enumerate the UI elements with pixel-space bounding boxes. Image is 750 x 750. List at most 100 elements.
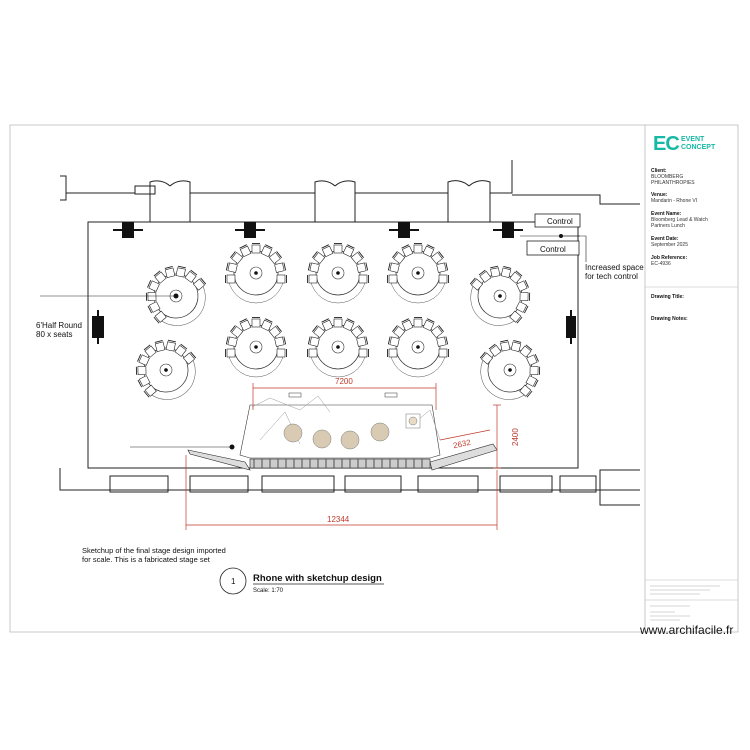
chair	[230, 251, 244, 265]
view-title: Rhone with sketchup design	[253, 573, 382, 584]
chair	[321, 318, 334, 332]
chair	[154, 340, 166, 352]
chair	[478, 269, 492, 283]
chair	[143, 344, 157, 358]
client-value-1: BLOOMBERG	[651, 174, 684, 180]
control-desk-top	[534, 213, 581, 228]
venue-label: Venue:	[651, 192, 668, 198]
chair	[526, 354, 539, 366]
client-value-2: PHILANTHROPIES	[651, 180, 695, 186]
chair	[401, 244, 414, 258]
chair	[251, 243, 261, 254]
title-block-client: Client: BLOOMBERG PHILANTHROPIES	[651, 168, 737, 186]
chair	[387, 348, 398, 358]
title-block-event-date: Event Date: September 2025	[651, 236, 737, 248]
half-round-table	[387, 243, 449, 304]
chair	[436, 336, 449, 347]
room-walls	[59, 160, 640, 506]
chair	[350, 325, 364, 339]
venue-value: Mandarin - Rhone VI	[651, 198, 698, 204]
chair	[438, 348, 449, 358]
chair	[510, 340, 522, 352]
chair	[260, 318, 273, 332]
sketch-note-line-2: for scale. This is a fabricated stage se…	[82, 555, 211, 564]
chair	[307, 274, 318, 284]
chair	[519, 292, 531, 301]
chair	[182, 351, 197, 365]
chair	[153, 270, 167, 284]
dimension-lines	[185, 383, 501, 530]
title-block-job-ref: Job Reference: EC-4936	[651, 255, 737, 267]
stage-outline	[239, 404, 441, 459]
stage-prop-2	[312, 429, 332, 449]
half-round-table	[225, 243, 287, 304]
title-block-venue: Venue: Mandarin - Rhone VI	[651, 192, 737, 204]
tech-note-line-2: for tech control	[585, 272, 638, 281]
chair	[430, 325, 444, 339]
chair	[321, 244, 334, 258]
sheet-border	[9, 124, 739, 633]
chair	[509, 310, 523, 324]
chair	[519, 344, 533, 358]
half-round-table	[135, 339, 197, 400]
chair	[175, 265, 186, 278]
chair	[387, 262, 400, 273]
event-name-label: Event Name:	[651, 211, 682, 217]
chair	[488, 343, 502, 357]
chair	[153, 310, 167, 324]
chair	[239, 244, 252, 258]
stage-prop-4	[370, 422, 390, 442]
title-block-event-name: Event Name: Bloomberg Lead & Watch Partn…	[651, 211, 737, 229]
table-note-line-1: 6'Half Round	[36, 321, 82, 330]
chair	[525, 375, 539, 388]
chair	[147, 280, 160, 292]
half-round-table	[307, 243, 369, 304]
event-name-value-2: Partners Lunch	[651, 223, 685, 229]
view-number: 1	[231, 577, 236, 586]
chair	[392, 325, 406, 339]
chair	[137, 354, 150, 366]
chair	[529, 366, 541, 375]
logo-word-concept: CONCEPT	[681, 144, 716, 151]
control-label-top: Control	[547, 217, 573, 226]
chair	[515, 301, 529, 314]
table-note-dot	[173, 293, 179, 299]
chair	[333, 243, 343, 254]
watermark: www.archifacile.fr	[640, 623, 734, 637]
chair	[135, 366, 147, 375]
chair	[184, 269, 198, 283]
chair	[342, 244, 355, 258]
chair	[225, 348, 236, 358]
control-label-bottom: Control	[540, 245, 566, 254]
chair	[358, 274, 369, 284]
client-label: Client:	[651, 168, 667, 174]
dim-overall: 12344	[327, 515, 350, 524]
logo-word-event: EVENT	[681, 136, 705, 143]
dim-side: 2632	[452, 438, 472, 451]
job-ref-label: Job Reference:	[651, 255, 688, 261]
event-date-label: Event Date:	[651, 236, 679, 242]
chair	[165, 339, 176, 352]
chair	[401, 318, 414, 332]
chair	[356, 262, 369, 273]
stage-note-dot	[229, 444, 235, 450]
chair	[192, 277, 207, 291]
chair	[479, 351, 494, 365]
chair	[422, 318, 435, 332]
title-block-drawing-title: Drawing Title:	[651, 294, 737, 300]
drawing-title-label: Drawing Title:	[651, 294, 684, 300]
title-block-fine-print	[650, 585, 720, 621]
stage-lectern-top	[408, 416, 418, 426]
stage	[187, 392, 498, 471]
chair	[147, 301, 161, 314]
chair	[268, 325, 282, 339]
table-note-line-2: 80 x seats	[36, 330, 72, 339]
half-round-table	[387, 317, 449, 378]
dim-depth: 2400	[511, 428, 520, 446]
chair	[490, 265, 501, 278]
half-round-table	[469, 265, 531, 326]
chair	[509, 270, 523, 284]
control-desk-bottom	[526, 240, 580, 256]
stage-front-left-wing	[187, 449, 251, 471]
